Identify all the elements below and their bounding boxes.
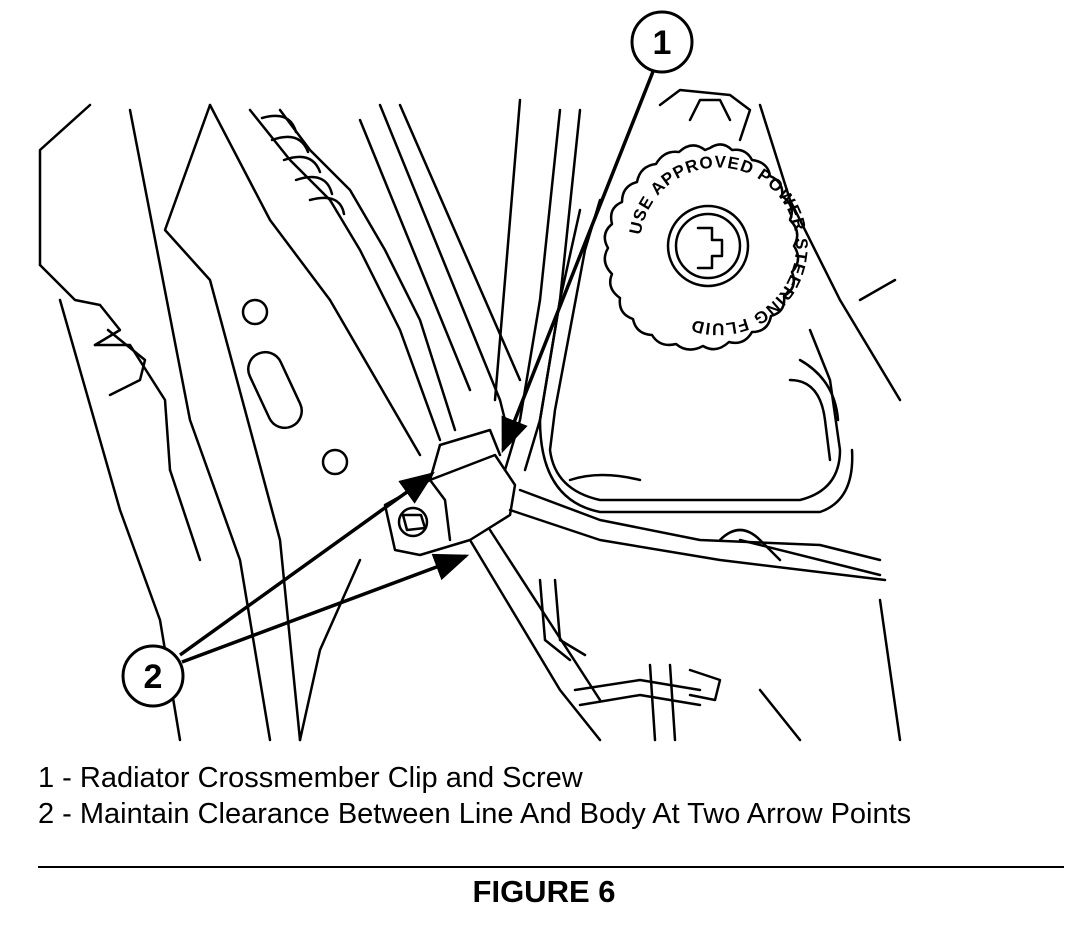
callout-1: 1: [630, 10, 694, 74]
callout-1-leader: [501, 63, 658, 454]
crossmember-clip: [383, 428, 517, 557]
callout-2-number: 2: [144, 658, 163, 696]
callout-2-leader-lower: [181, 553, 470, 664]
right-components: [718, 103, 902, 742]
body-panel: [38, 103, 272, 742]
hose-upper-left: [248, 108, 457, 442]
legend: 1 - Radiator Crossmember Clip and Screw …: [38, 760, 1078, 832]
legend-item-2: 2 - Maintain Clearance Between Line And …: [38, 798, 912, 830]
reservoir-cap: [603, 143, 800, 351]
crossmember-plate: [163, 103, 422, 742]
fluid-reservoir: [508, 88, 887, 582]
illustration: USE APPROVED POWER STEERING FLUID 1 2: [38, 10, 902, 742]
callout-2-leader-upper: [178, 471, 435, 657]
callout-2: 2: [121, 644, 185, 708]
callout-1-number: 1: [653, 24, 672, 62]
cap-lettering: USE APPROVED POWER STEERING FLUID: [626, 152, 811, 338]
legend-item-1: 1 - Radiator Crossmember Clip and Screw: [38, 762, 583, 794]
structure-lines: [358, 98, 602, 742]
clip-screw: [397, 506, 429, 538]
wiring-harness: [538, 578, 802, 742]
divider-rule: [38, 866, 1064, 868]
figure-title: FIGURE 6: [472, 874, 616, 909]
